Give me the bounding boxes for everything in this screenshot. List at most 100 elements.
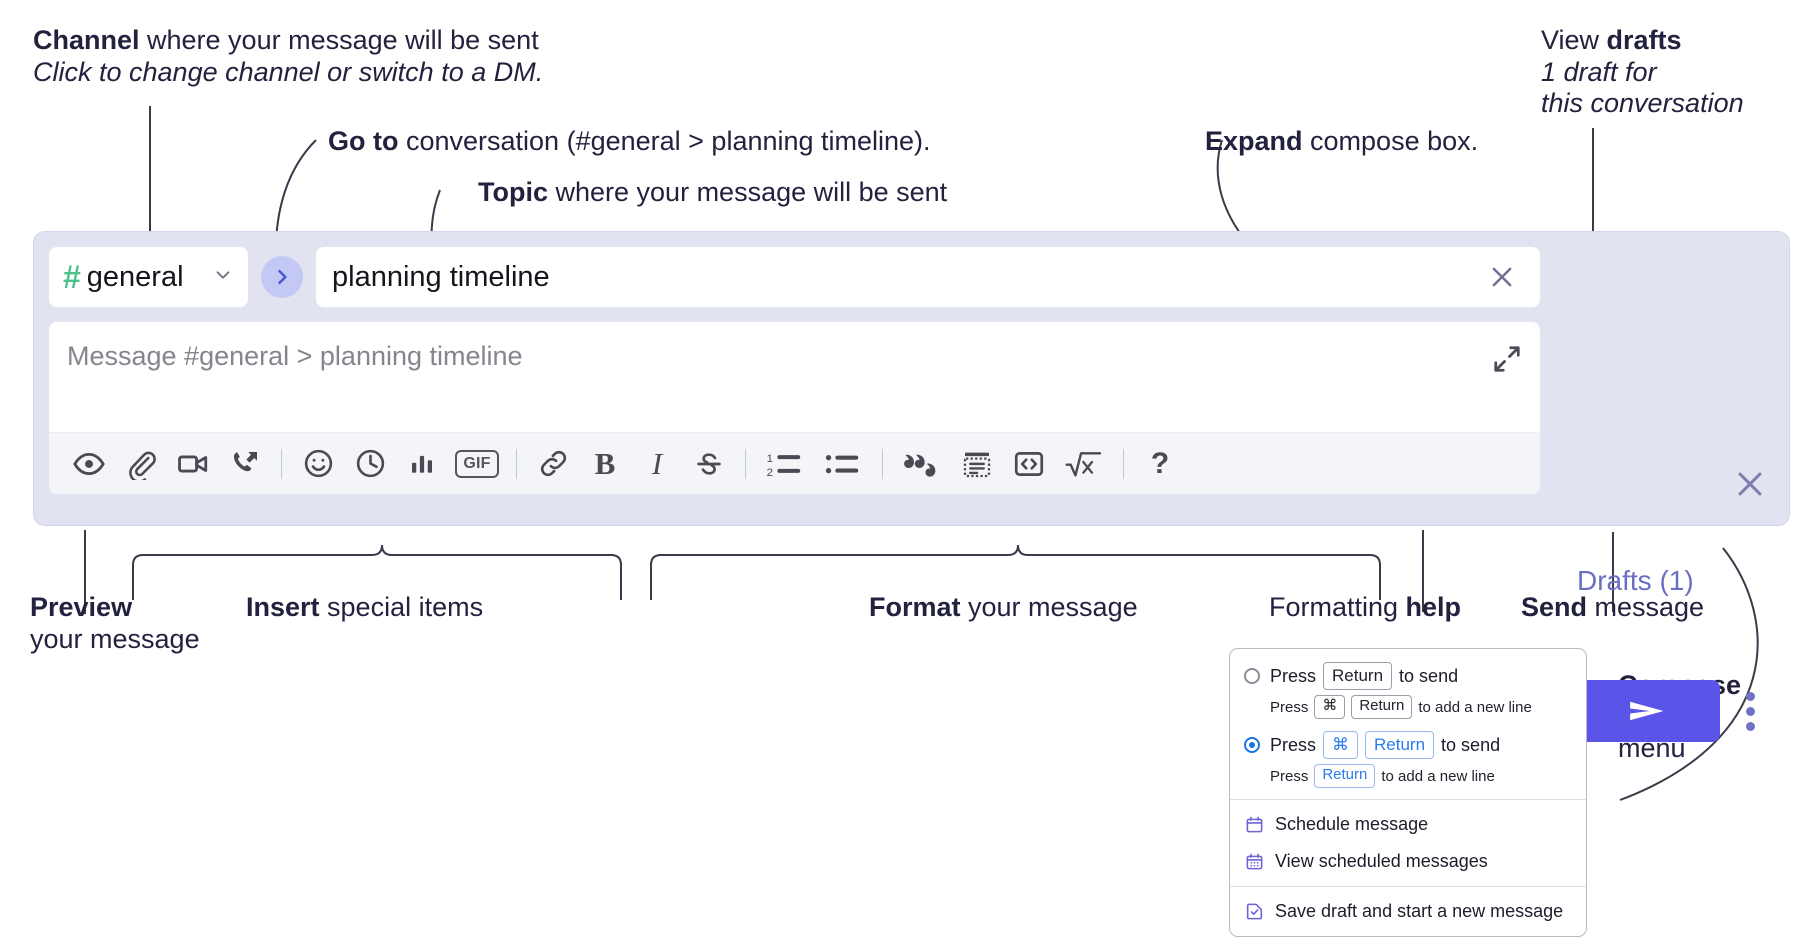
option-cmd-return-to-send[interactable]: Press ⌘ Return to send xyxy=(1230,728,1586,762)
square-root-icon xyxy=(1065,451,1102,477)
annotation-format-rest: your message xyxy=(960,592,1138,622)
menu-item-label: Save draft and start a new message xyxy=(1275,901,1564,921)
toolbar-divider-4 xyxy=(882,448,883,479)
video-clip-button[interactable] xyxy=(167,438,219,490)
preview-button[interactable] xyxy=(63,438,115,490)
menu-item-schedule-message[interactable]: Schedule message xyxy=(1230,806,1586,843)
annotation-drafts-line2: 1 draft for xyxy=(1541,56,1657,87)
annotation-goto-rest: conversation (#general > planning timeli… xyxy=(398,126,931,156)
key-return: Return xyxy=(1351,695,1413,719)
formatting-help-button[interactable]: ? xyxy=(1134,438,1186,490)
go-to-conversation-button[interactable] xyxy=(261,256,303,298)
bold-icon: B xyxy=(594,445,616,481)
draft-section: Save draft and start a new message xyxy=(1230,887,1586,936)
link-button[interactable] xyxy=(527,438,579,490)
close-compose-button[interactable] xyxy=(1733,467,1767,506)
link-icon xyxy=(540,450,566,477)
paperclip-icon xyxy=(129,451,156,480)
annotation-help-bold: help xyxy=(1405,592,1462,622)
bar-chart-icon xyxy=(412,455,432,473)
topic-input[interactable]: planning timeline xyxy=(315,246,1541,308)
option-return-to-send[interactable]: Press Return to send xyxy=(1230,659,1586,693)
clock-icon xyxy=(356,449,384,478)
chevron-down-icon xyxy=(212,264,234,291)
bulleted-list-button[interactable] xyxy=(814,438,872,490)
code-block-icon xyxy=(963,452,991,477)
annotation-expand: Expand compose box. xyxy=(1205,126,1478,158)
italic-icon: I xyxy=(651,445,663,481)
channel-name: general xyxy=(86,260,184,293)
annotation-channel-bold: Channel xyxy=(33,25,140,55)
annotation-goto: Go to conversation (#general > planning … xyxy=(328,126,931,158)
expand-compose-button[interactable] xyxy=(1492,344,1522,379)
hash-icon: # xyxy=(63,259,81,295)
audio-clip-button[interactable] xyxy=(219,438,271,490)
close-icon xyxy=(1738,472,1762,496)
annotation-preview-bold: Preview xyxy=(30,592,133,622)
annotation-send: Send message xyxy=(1521,592,1704,624)
key-command: ⌘ xyxy=(1323,731,1359,760)
radio-unselected[interactable] xyxy=(1244,668,1260,685)
annotation-send-rest: message xyxy=(1587,592,1705,622)
message-input[interactable]: Message #general > planning timeline xyxy=(49,322,1540,432)
calendar-grid-icon xyxy=(1244,852,1264,872)
annotation-drafts-line3: this conversation xyxy=(1541,88,1744,119)
ordered-list-button[interactable]: 1 2 xyxy=(756,438,814,490)
annotation-channel-sub: Click to change channel or switch to a D… xyxy=(33,56,544,87)
blockquote-button[interactable] xyxy=(893,438,951,490)
drafts-link[interactable]: Drafts (1) xyxy=(1577,565,1694,596)
kebab-dot-1 xyxy=(1746,692,1755,701)
option-label: Press Return to send xyxy=(1270,662,1458,691)
italic-button[interactable]: I xyxy=(631,438,683,490)
channel-selector[interactable]: # general xyxy=(48,246,249,308)
emoji-button[interactable] xyxy=(292,438,344,490)
key-return: Return xyxy=(1314,764,1376,788)
question-mark-icon: ? xyxy=(1150,446,1170,480)
svg-text:2: 2 xyxy=(767,467,773,479)
annotation-topic-rest: where your message will be sent xyxy=(548,177,948,207)
key-command: ⌘ xyxy=(1314,695,1346,719)
annotation-format-bold: Format xyxy=(869,592,961,622)
gif-button[interactable]: GIF xyxy=(448,438,506,490)
code-block-button[interactable] xyxy=(951,438,1003,490)
option-cmd-return-subtext: Press Return to add a new line xyxy=(1230,762,1586,790)
compose-options-button[interactable] xyxy=(1746,692,1755,731)
poll-button[interactable] xyxy=(396,438,448,490)
clear-topic-button[interactable] xyxy=(1480,255,1524,299)
sub-post-text: to add a new line xyxy=(1418,698,1532,716)
math-button[interactable] xyxy=(1055,438,1113,490)
compose-inner: # general planning timeline xyxy=(48,246,1541,495)
annotation-preview-rest: your message xyxy=(30,623,200,654)
annotation-topic: Topic where your message will be sent xyxy=(478,177,947,209)
eye-icon xyxy=(73,452,105,475)
toolbar-divider-1 xyxy=(281,448,282,479)
send-message-button[interactable] xyxy=(1574,680,1720,742)
sub-pre-text: Press xyxy=(1270,698,1309,716)
radio-selected[interactable] xyxy=(1244,737,1260,754)
menu-item-view-scheduled-messages[interactable]: View scheduled messages xyxy=(1230,843,1586,880)
compose-box: Drafts (1) # general xyxy=(33,231,1790,742)
sub-post-text: to add a new line xyxy=(1381,767,1495,785)
menu-divider-2 xyxy=(1230,886,1586,887)
annotation-drafts-bold: drafts xyxy=(1606,25,1682,55)
chevron-right-icon xyxy=(278,269,287,285)
option-label: Press ⌘ Return to send xyxy=(1270,731,1500,760)
smiley-icon xyxy=(304,449,332,478)
ordered-list-icon: 1 2 xyxy=(767,453,801,479)
schedule-section: Schedule message View scheduled m xyxy=(1230,800,1586,886)
svg-text:1: 1 xyxy=(767,453,773,465)
menu-item-label: Schedule message xyxy=(1275,814,1429,834)
annotation-expand-bold: Expand xyxy=(1205,126,1303,156)
reminder-button[interactable] xyxy=(344,438,396,490)
option-pre-text: Press xyxy=(1270,734,1317,755)
menu-item-label: View scheduled messages xyxy=(1275,851,1488,871)
bold-button[interactable]: B xyxy=(579,438,631,490)
attach-file-button[interactable] xyxy=(115,438,167,490)
strikethrough-button[interactable] xyxy=(683,438,735,490)
save-draft-icon xyxy=(1244,902,1264,922)
kebab-dot-2 xyxy=(1746,707,1755,716)
inline-code-button[interactable] xyxy=(1003,438,1055,490)
menu-item-save-draft[interactable]: Save draft and start a new message xyxy=(1230,893,1586,930)
annotation-expand-rest: compose box. xyxy=(1302,126,1479,156)
